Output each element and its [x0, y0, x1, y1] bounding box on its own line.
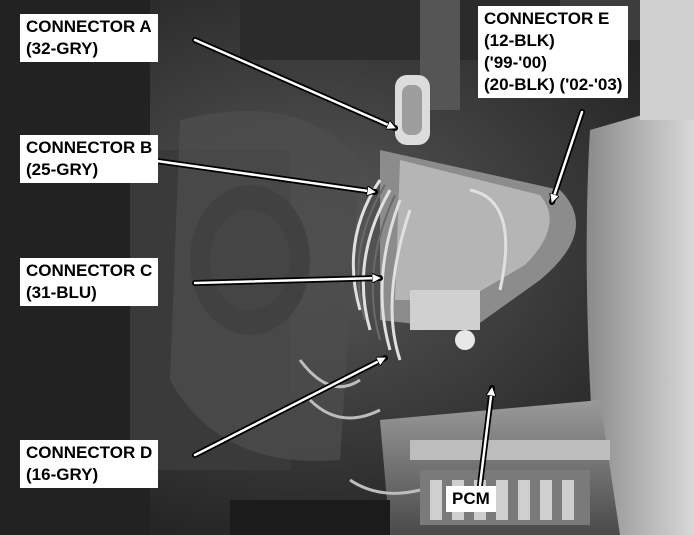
- callout-pcm-title: PCM: [452, 489, 490, 508]
- callout-connector-e-line4: (20-BLK) ('02-'03): [484, 75, 623, 94]
- callout-connector-c: CONNECTOR C (31-BLU): [20, 258, 159, 306]
- callout-connector-d-title: CONNECTOR D: [26, 443, 153, 462]
- callout-connector-d-detail: (16-GRY): [26, 465, 99, 484]
- callout-pcm: PCM: [446, 486, 496, 512]
- callout-connector-c-detail: (31-BLU): [26, 283, 97, 302]
- callout-connector-a-detail: (32-GRY): [26, 39, 99, 58]
- callout-connector-b-detail: (25-GRY): [26, 160, 99, 179]
- callout-connector-d: CONNECTOR D (16-GRY): [20, 440, 159, 488]
- callout-connector-e-line2: (12-BLK): [484, 31, 555, 50]
- callout-connector-a: CONNECTOR A (32-GRY): [20, 14, 158, 62]
- callout-connector-a-title: CONNECTOR A: [26, 17, 152, 36]
- callout-connector-e-title: CONNECTOR E: [484, 9, 610, 28]
- callout-connector-e-line3: ('99-'00): [484, 53, 547, 72]
- callout-connector-c-title: CONNECTOR C: [26, 261, 153, 280]
- callout-connector-b: CONNECTOR B (25-GRY): [20, 135, 159, 183]
- callout-connector-b-title: CONNECTOR B: [26, 138, 153, 157]
- callout-connector-e: CONNECTOR E (12-BLK) ('99-'00) (20-BLK) …: [478, 6, 629, 98]
